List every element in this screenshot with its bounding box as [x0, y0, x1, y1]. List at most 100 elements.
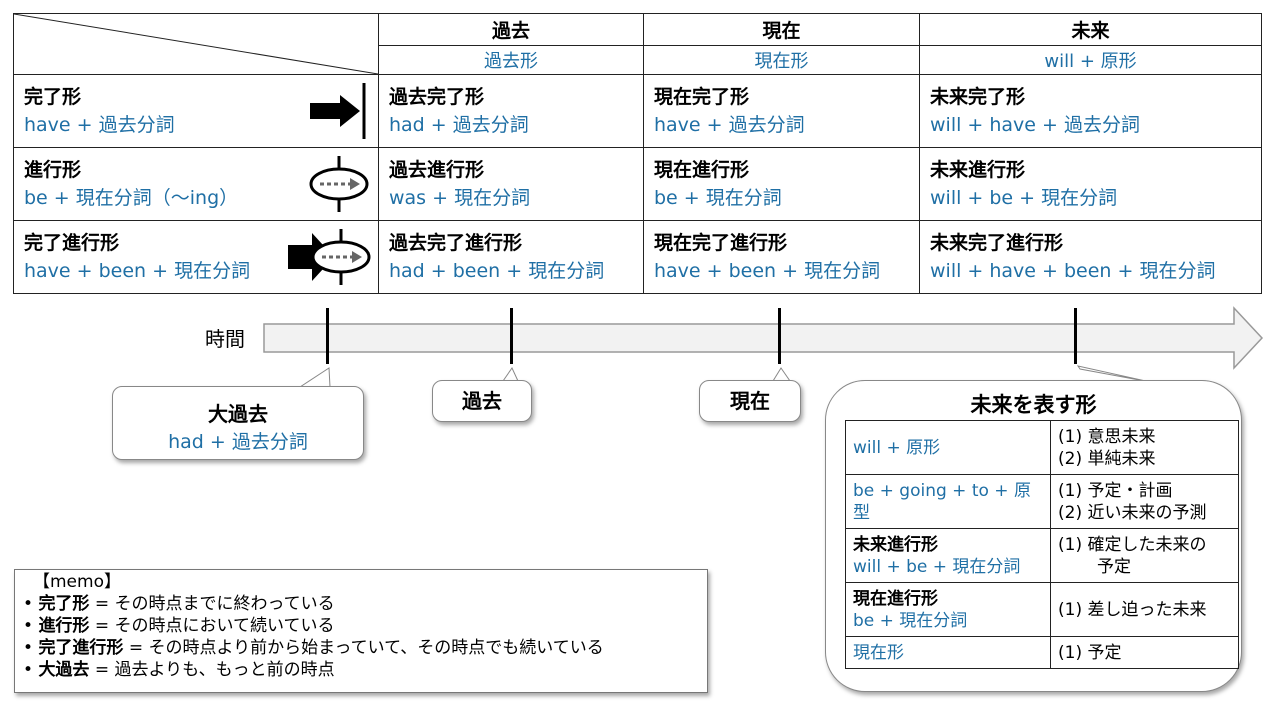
- future-use: (1) 予定・計画: [1058, 480, 1173, 501]
- callout-formula: had + 過去分詞: [168, 431, 308, 453]
- memo-box: 【memo】 • 完了形 = その時点までに終わっている • 進行形 = その時…: [14, 569, 708, 693]
- memo-desc: = その時点より前から始まっていて、その時点でも続いている: [123, 638, 604, 658]
- future-use: (1) 予定: [1058, 642, 1122, 663]
- callout-title: 現在: [730, 389, 770, 413]
- future-form-title: 未来進行形: [853, 534, 938, 555]
- cell-formula: have + been + 現在分詞: [654, 260, 881, 282]
- cell-future-perfect: 未来完了形 will + have + 過去分詞: [919, 74, 1262, 148]
- memo-desc: = その時点において続いている: [89, 616, 335, 636]
- future-form: will + 原形: [845, 420, 1051, 475]
- callout-present: 現在: [699, 380, 801, 422]
- corner-cell: [13, 13, 379, 75]
- cell-past-progressive: 過去進行形 was + 現在分詞: [378, 147, 644, 221]
- cell-formula: will + be + 現在分詞: [930, 187, 1118, 209]
- future-uses: (1) 予定: [1050, 636, 1239, 669]
- col-form-future: will + 原形: [919, 44, 1262, 76]
- callout-title: 過去: [462, 389, 502, 413]
- arrow-with-ellipse-icon: [288, 229, 371, 285]
- memo-term: 完了進行形: [38, 638, 124, 658]
- future-uses: (1) 差し迫った未来: [1050, 582, 1239, 637]
- cell-formula: will + have + been + 現在分詞: [930, 260, 1216, 282]
- future-box-title: 未来を表す形: [970, 393, 1097, 417]
- tick-past: [510, 308, 513, 364]
- cell-name: 現在完了形: [654, 86, 750, 108]
- col-header-future: 未来: [919, 13, 1262, 46]
- future-use: (1) 確定した未来の: [1058, 534, 1207, 555]
- future-form: be + 現在分詞: [853, 610, 968, 631]
- row-header-perfect-progressive: 完了進行形 have + been + 現在分詞: [13, 220, 379, 294]
- cell-name: 過去完了進行形: [389, 232, 523, 254]
- cell-name: 現在進行形: [654, 159, 750, 181]
- future-row: 現在進行形 be + 現在分詞 (1) 差し迫った未来: [845, 582, 1239, 637]
- future-form-cell: 未来進行形 will + be + 現在分詞: [845, 528, 1051, 583]
- tense-grid: 過去 現在 未来 過去形 現在形 will + 原形 完了形 have + 過去…: [13, 13, 1262, 294]
- row-perfect: 完了形 have + 過去分詞 過去完了形 had + 過去分詞 現在完了形 h…: [13, 74, 1262, 148]
- future-use: (2) 近い未来の予測: [1058, 502, 1207, 523]
- row-formula: have + 過去分詞: [24, 114, 175, 136]
- future-forms-box: 未来を表す形 will + 原形 (1) 意思未来 (2) 単純未来 be + …: [825, 380, 1242, 692]
- timeline-label: 時間: [205, 327, 245, 351]
- timeline-arrow: [263, 306, 1264, 370]
- arrow-to-line-icon: [310, 83, 366, 139]
- memo-term: 大過去: [38, 660, 90, 680]
- cell-present-perfect: 現在完了形 have + 過去分詞: [643, 74, 920, 148]
- memo-term: 完了形: [38, 594, 90, 614]
- future-row: be + going + to + 原型 (1) 予定・計画 (2) 近い未来の…: [845, 474, 1239, 529]
- tick-past-perfect: [326, 308, 329, 364]
- row-formula: have + been + 現在分詞: [24, 260, 251, 282]
- cell-past-perfect: 過去完了形 had + 過去分詞: [378, 74, 644, 148]
- future-row: 現在形 (1) 予定: [845, 636, 1239, 669]
- future-form: be + going + to + 原型: [845, 474, 1051, 529]
- memo-item: • 完了進行形 = その時点より前から始まっていて、その時点でも続いている: [23, 638, 604, 658]
- cell-formula: will + have + 過去分詞: [930, 114, 1140, 136]
- memo-item: • 完了形 = その時点までに終わっている: [23, 594, 335, 614]
- row-perfect-progressive: 完了進行形 have + been + 現在分詞 過去完了進行形 had + b…: [13, 220, 1262, 294]
- future-use: 予定: [1097, 556, 1131, 577]
- future-use: (1) 意思未来: [1058, 426, 1156, 447]
- ellipse-dotted-arrow-icon: [309, 156, 369, 212]
- future-form-title: 現在進行形: [853, 588, 938, 609]
- cell-name: 未来進行形: [930, 159, 1026, 181]
- row-formula: be + 現在分詞（～ing）: [24, 187, 239, 209]
- row-name: 完了形: [24, 86, 82, 108]
- col-form-present: 現在形: [643, 44, 920, 76]
- cell-name: 現在完了進行形: [654, 232, 788, 254]
- future-uses: (1) 意思未来 (2) 単純未来: [1050, 420, 1239, 475]
- cell-past-perfect-progressive: 過去完了進行形 had + been + 現在分詞: [378, 220, 644, 294]
- future-use: (1) 差し迫った未来: [1058, 599, 1207, 620]
- col-form-past: 過去形: [378, 44, 644, 76]
- memo-item: • 大過去 = 過去よりも、もっと前の時点: [23, 660, 335, 680]
- row-header-progressive: 進行形 be + 現在分詞（～ing）: [13, 147, 379, 221]
- cell-formula: had + been + 現在分詞: [389, 260, 605, 282]
- future-form: will + be + 現在分詞: [853, 556, 1021, 577]
- cell-formula: be + 現在分詞: [654, 187, 782, 209]
- cell-formula: was + 現在分詞: [389, 187, 531, 209]
- future-form: 現在形: [845, 636, 1051, 669]
- cell-formula: have + 過去分詞: [654, 114, 805, 136]
- col-header-past: 過去: [378, 13, 644, 46]
- cell-future-progressive: 未来進行形 will + be + 現在分詞: [919, 147, 1262, 221]
- memo-term: 進行形: [38, 616, 90, 636]
- row-name: 完了進行形: [24, 232, 120, 254]
- cell-name: 過去完了形: [389, 86, 485, 108]
- future-row: will + 原形 (1) 意思未来 (2) 単純未来: [845, 420, 1239, 475]
- cell-future-perfect-progressive: 未来完了進行形 will + have + been + 現在分詞: [919, 220, 1262, 294]
- cell-name: 未来完了進行形: [930, 232, 1064, 254]
- future-use: (2) 単純未来: [1058, 448, 1156, 469]
- diagonal-line: [14, 14, 378, 74]
- cell-name: 未来完了形: [930, 86, 1026, 108]
- row-progressive: 進行形 be + 現在分詞（～ing） 過去進行形 was + 現在分詞 現在進…: [13, 147, 1262, 221]
- callout-past-perfect: 大過去 had + 過去分詞: [112, 386, 364, 460]
- future-forms-table: will + 原形 (1) 意思未来 (2) 単純未来 be + going +…: [845, 420, 1239, 669]
- memo-desc: = その時点までに終わっている: [89, 594, 335, 614]
- memo-desc: = 過去よりも、もっと前の時点: [89, 660, 335, 680]
- row-header-perfect: 完了形 have + 過去分詞: [13, 74, 379, 148]
- cell-present-perfect-progressive: 現在完了進行形 have + been + 現在分詞: [643, 220, 920, 294]
- row-name: 進行形: [24, 159, 82, 181]
- future-uses: (1) 予定・計画 (2) 近い未来の予測: [1050, 474, 1239, 529]
- cell-formula: had + 過去分詞: [389, 114, 529, 136]
- callout-past: 過去: [432, 380, 532, 422]
- future-row: 未来進行形 will + be + 現在分詞 (1) 確定した未来の 予定: [845, 528, 1239, 583]
- tick-present: [778, 308, 781, 364]
- memo-title: 【memo】: [33, 572, 121, 592]
